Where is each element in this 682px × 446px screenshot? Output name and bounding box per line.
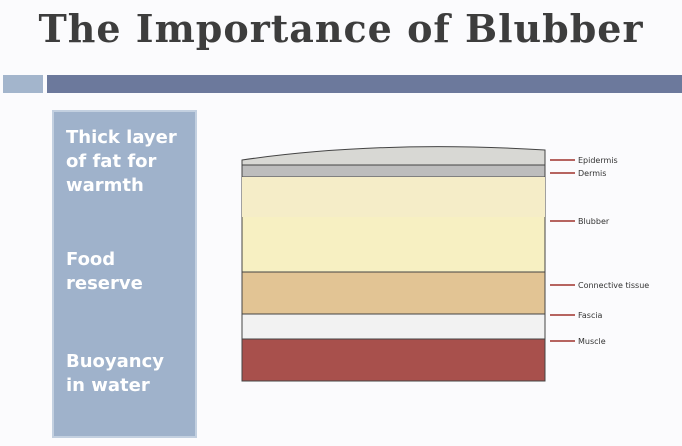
point-buoyancy: Buoyancy in water [66, 351, 164, 396]
label-muscle: Muscle [578, 337, 606, 346]
label-fascia: Fascia [578, 311, 603, 320]
accent-bar-small [3, 75, 43, 93]
label-epidermis: Epidermis [578, 156, 618, 165]
slide-title: The Importance of Blubber [38, 6, 644, 51]
label-dermis: Dermis [578, 169, 606, 178]
point-food-reserve: Food reserve [66, 249, 143, 294]
label-connective-tissue: Connective tissue [578, 281, 649, 290]
blubber-diagram: Epidermis Dermis Blubber Connective tiss… [241, 146, 649, 382]
accent-bar [47, 75, 682, 93]
label-blubber: Blubber [578, 217, 610, 226]
bullet-panel: Thick layer of fat for warmth Food reser… [52, 110, 197, 438]
point-warmth: Thick layer of fat for warmth [66, 127, 177, 196]
